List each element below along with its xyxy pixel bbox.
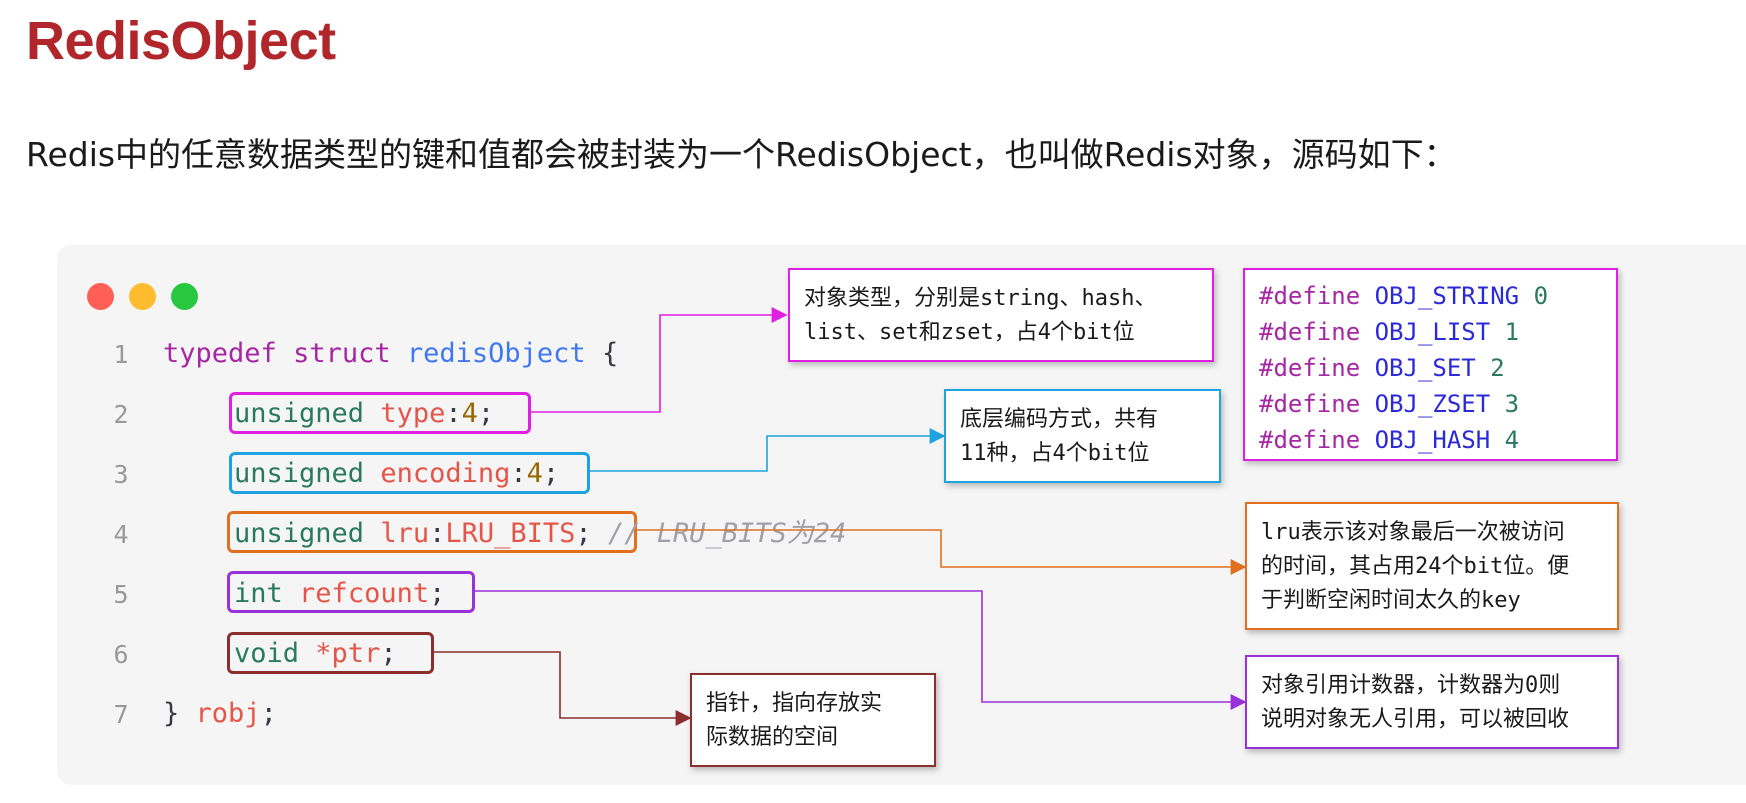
refcount-connector bbox=[475, 590, 1247, 710]
define-directive: #define bbox=[1259, 354, 1361, 382]
window-close-dot-icon bbox=[87, 283, 114, 310]
page-title: RedisObject bbox=[26, 11, 336, 71]
code-line-5: int refcount; bbox=[234, 580, 445, 607]
type-keyword: unsigned bbox=[234, 518, 365, 549]
line-number: 6 bbox=[113, 640, 129, 669]
define-line: #define OBJ_HASH 4 bbox=[1259, 422, 1602, 458]
field-name: type bbox=[380, 398, 446, 429]
code-line-2: unsigned type:4; bbox=[234, 400, 494, 427]
define-name: OBJ_LIST bbox=[1374, 318, 1491, 346]
define-directive: #define bbox=[1259, 282, 1361, 310]
keyword-typedef: typedef bbox=[163, 338, 277, 369]
keyword-struct: struct bbox=[293, 338, 391, 369]
define-directive: #define bbox=[1259, 426, 1361, 454]
encoding-connector bbox=[590, 428, 946, 472]
ptr-annotation-text: 指针，指向存放实 际数据的空间 bbox=[706, 691, 883, 750]
type-field-highlight bbox=[229, 392, 531, 434]
field-name: *ptr bbox=[315, 638, 381, 669]
code-line-4: unsigned lru:LRU_BITS; // LRU_BITS为24 bbox=[234, 520, 846, 547]
define-line: #define OBJ_SET 2 bbox=[1259, 350, 1602, 386]
line-number: 4 bbox=[113, 520, 129, 549]
code-line-6: void *ptr; bbox=[234, 640, 397, 667]
code-line-1: typedef struct redisObject { bbox=[163, 340, 618, 367]
semicolon: ; bbox=[260, 698, 277, 729]
line-number: 5 bbox=[113, 580, 129, 609]
line-number: 1 bbox=[113, 340, 129, 369]
semicolon: ; bbox=[575, 518, 592, 549]
define-name: OBJ_HASH bbox=[1374, 426, 1491, 454]
semicolon: ; bbox=[542, 458, 560, 489]
window-minimize-dot-icon bbox=[129, 283, 156, 310]
define-line: #define OBJ_ZSET 3 bbox=[1259, 386, 1602, 422]
encoding-annotation: 底层编码方式，共有 11种，占4个bit位 bbox=[944, 389, 1221, 483]
struct-name: redisObject bbox=[406, 338, 586, 369]
type-annotation: 对象类型，分别是string、hash、 list、set和zset，占4个bi… bbox=[788, 268, 1214, 362]
define-name: OBJ_ZSET bbox=[1374, 390, 1491, 418]
code-comment: // LRU_BITS为24 bbox=[607, 518, 847, 549]
define-line: #define OBJ_LIST 1 bbox=[1259, 314, 1602, 350]
define-name: OBJ_STRING bbox=[1374, 282, 1520, 310]
refcount-annotation-text: 对象引用计数器，计数器为0则 说明对象无人引用，可以被回收 bbox=[1261, 673, 1570, 732]
refcount-annotation: 对象引用计数器，计数器为0则 说明对象无人引用，可以被回收 bbox=[1245, 655, 1619, 749]
line-number: 2 bbox=[113, 400, 129, 429]
line-number: 7 bbox=[113, 700, 129, 729]
encoding-annotation-text: 底层编码方式，共有 11种，占4个bit位 bbox=[960, 407, 1159, 466]
page-subtitle: Redis中的任意数据类型的键和值都会被封装为一个RedisObject，也叫做… bbox=[26, 135, 1457, 174]
ptr-connector bbox=[434, 651, 692, 726]
semicolon: ; bbox=[429, 578, 446, 609]
ptr-field-highlight bbox=[227, 632, 434, 674]
type-annotation-text: 对象类型，分别是string、hash、 list、set和zset，占4个bi… bbox=[804, 286, 1157, 345]
lru-field-highlight bbox=[227, 511, 637, 553]
field-name: encoding bbox=[380, 458, 511, 489]
close-brace: } bbox=[163, 698, 180, 729]
field-name: refcount bbox=[299, 578, 430, 609]
field-name: lru bbox=[380, 518, 430, 549]
define-value: 1 bbox=[1504, 318, 1520, 346]
define-value: 0 bbox=[1533, 282, 1549, 310]
bit-width: 4 bbox=[461, 398, 478, 429]
lru-connector bbox=[637, 529, 1247, 575]
define-line: #define OBJ_STRING 0 bbox=[1259, 278, 1602, 314]
lru-annotation: lru表示该对象最后一次被访问 的时间，其占用24个bit位。便 于判断空闲时间… bbox=[1245, 502, 1619, 630]
typedef-alias: robj bbox=[195, 698, 261, 729]
define-value: 2 bbox=[1490, 354, 1505, 382]
bit-width: LRU_BITS bbox=[445, 518, 576, 549]
define-name: OBJ_SET bbox=[1374, 354, 1476, 382]
colon: : bbox=[429, 518, 446, 549]
type-keyword: unsigned bbox=[234, 458, 365, 489]
line-number: 3 bbox=[113, 460, 129, 489]
define-directive: #define bbox=[1259, 318, 1361, 346]
type-keyword: int bbox=[234, 578, 283, 609]
semicolon: ; bbox=[477, 398, 495, 429]
type-keyword: unsigned bbox=[234, 398, 365, 429]
object-type-defines: #define OBJ_STRING 0 #define OBJ_LIST 1 … bbox=[1243, 268, 1618, 461]
code-line-7: } robj; bbox=[163, 700, 277, 727]
type-keyword: void bbox=[234, 638, 300, 669]
define-directive: #define bbox=[1259, 390, 1361, 418]
semicolon: ; bbox=[380, 638, 397, 669]
ptr-annotation: 指针，指向存放实 际数据的空间 bbox=[690, 673, 936, 767]
lru-annotation-text: lru表示该对象最后一次被访问 的时间，其占用24个bit位。便 于判断空闲时间… bbox=[1261, 520, 1570, 613]
type-connector bbox=[531, 307, 788, 413]
define-value: 3 bbox=[1504, 390, 1520, 418]
bit-width: 4 bbox=[526, 458, 543, 489]
colon: : bbox=[445, 398, 462, 429]
refcount-field-highlight bbox=[227, 571, 475, 613]
define-value: 4 bbox=[1504, 426, 1520, 454]
encoding-field-highlight bbox=[229, 452, 590, 494]
window-maximize-dot-icon bbox=[171, 283, 198, 310]
code-line-3: unsigned encoding:4; bbox=[234, 460, 559, 487]
open-brace: { bbox=[601, 338, 619, 369]
colon: : bbox=[510, 458, 527, 489]
